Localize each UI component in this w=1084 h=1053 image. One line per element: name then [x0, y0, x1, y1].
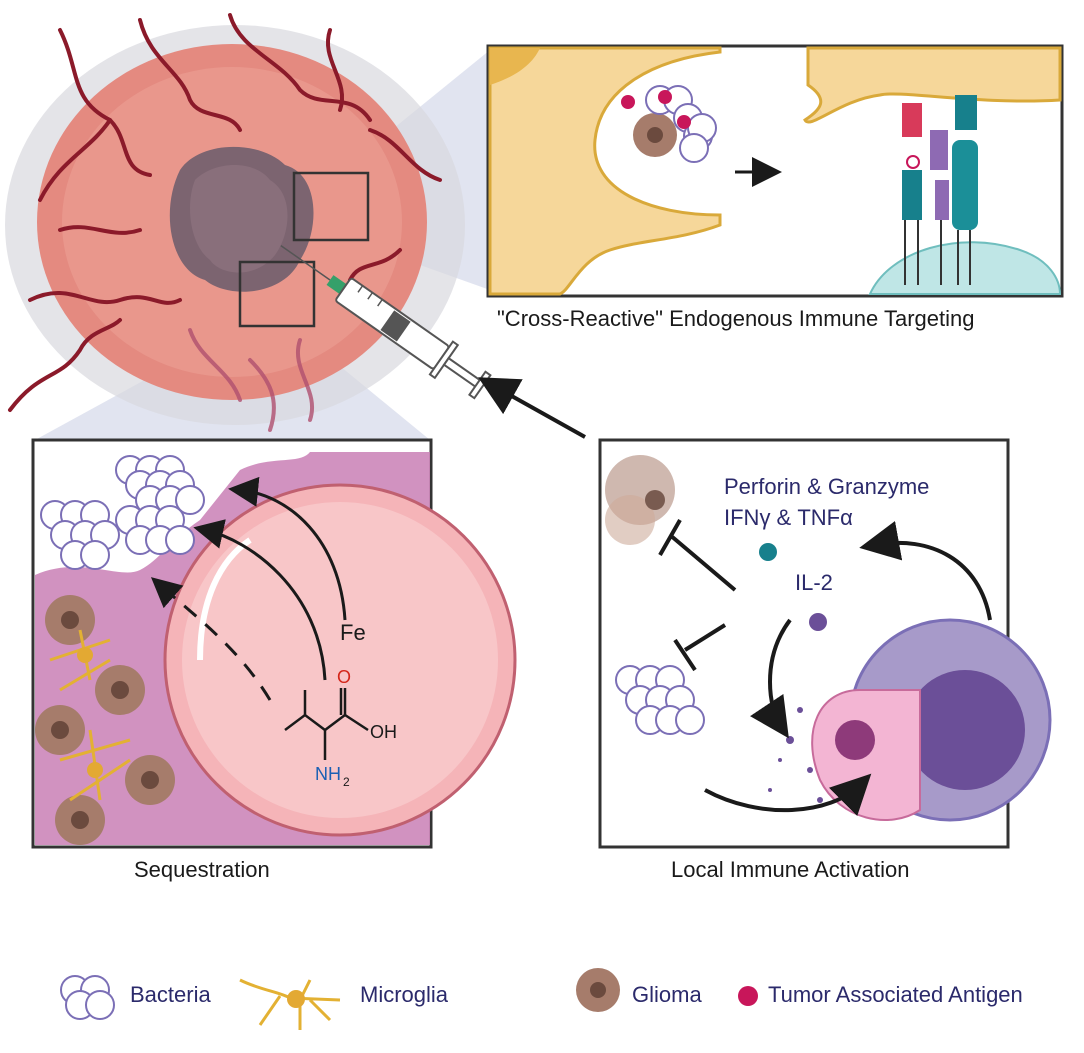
nh-subscript: 2 [343, 775, 350, 789]
targeting-arrow [704, 773, 872, 817]
iron-arrow [228, 476, 347, 621]
panel-immune-activation: Perforin & Granzyme IFNγ & TNFα IL-2 [598, 438, 1052, 849]
engulfed-glioma [633, 113, 677, 157]
antigen-dot [621, 95, 635, 109]
il2-dot [809, 613, 827, 631]
zoom-box-bottom [238, 260, 316, 328]
legend-antigen-icon [738, 986, 758, 1006]
oxygen-label: O [337, 667, 351, 687]
legend-microglia-icon [239, 978, 341, 1030]
antigen-dot [677, 115, 691, 129]
legend-bacteria-label: Bacteria [130, 982, 211, 1007]
legend [60, 968, 758, 1030]
inhibit-bacteria [673, 623, 727, 672]
valine-structure [284, 688, 369, 760]
activation-arrow [750, 618, 792, 739]
panel-cross-reactive [486, 44, 1064, 298]
microglia-cluster [35, 595, 175, 845]
nh-label: NH [315, 764, 341, 784]
inhibit-glioma [658, 519, 737, 592]
fe-label: Fe [340, 620, 366, 645]
tcr-complex [902, 95, 978, 285]
cytokine-line1: Perforin & Granzyme [724, 474, 929, 499]
tumor [5, 25, 465, 425]
antigen-dot [658, 90, 672, 104]
lower-vessels [188, 328, 314, 432]
feedback-to-injection-arrow [478, 377, 586, 439]
legend-microglia-label: Microglia [360, 982, 449, 1007]
zoom-box-top [292, 171, 370, 242]
secretion-dots [768, 707, 823, 803]
nutrient-arrow [193, 519, 327, 681]
il2-label: IL-2 [795, 570, 833, 595]
caption-immune-activation: Local Immune Activation [671, 857, 910, 882]
dying-glioma [605, 455, 675, 545]
panel-sequestration: Fe O OH NH 2 [31, 438, 517, 849]
legend-glioma-label: Glioma [632, 982, 702, 1007]
legend-antigen-label: Tumor Associated Antigen [768, 982, 1023, 1007]
dashed-arrow [150, 577, 272, 701]
cytokine-line2: IFNγ & TNFα [724, 505, 853, 530]
legend-bacteria-icon [60, 975, 115, 1020]
teal-cytokine-dot [759, 543, 777, 561]
blood-vessels [8, 13, 442, 412]
oh-label: OH [370, 722, 397, 742]
legend-glioma-icon [576, 968, 620, 1012]
caption-sequestration: Sequestration [134, 857, 270, 882]
caption-cross-reactive: "Cross-Reactive" Endogenous Immune Targe… [497, 306, 975, 331]
il2-feedback-arrow [859, 521, 992, 621]
legend-microglia-body [287, 990, 305, 1008]
